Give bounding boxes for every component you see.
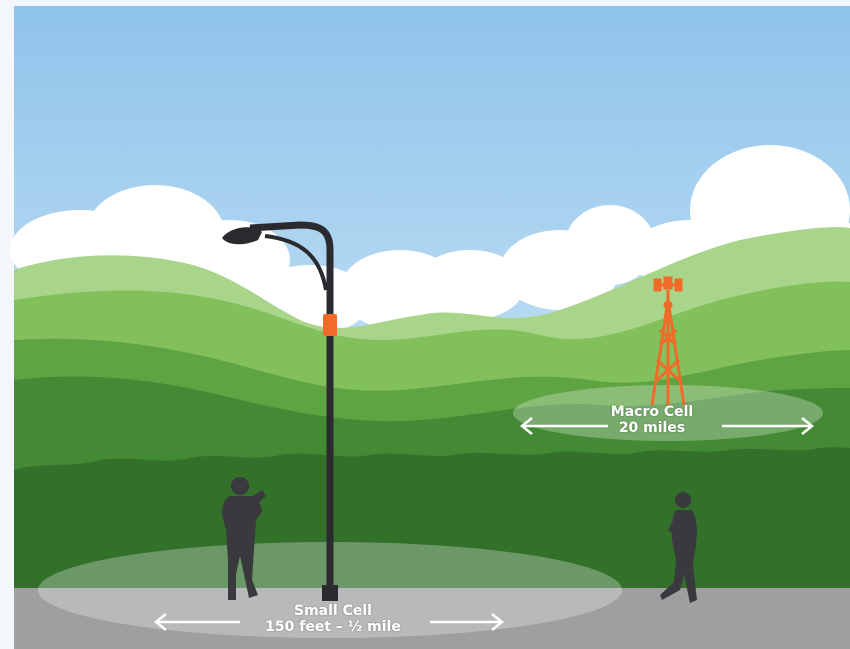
small-cell-title: Small Cell [238,603,428,619]
macro-cell-title: Macro Cell [592,404,712,420]
small-cell-label: Small Cell 150 feet – ½ mile [238,603,428,635]
small-cell-unit [323,314,337,336]
macro-cell-label: Macro Cell 20 miles [592,404,712,436]
macro-cell-range: 20 miles [592,420,712,436]
small-cell-range: 150 feet – ½ mile [238,619,428,635]
